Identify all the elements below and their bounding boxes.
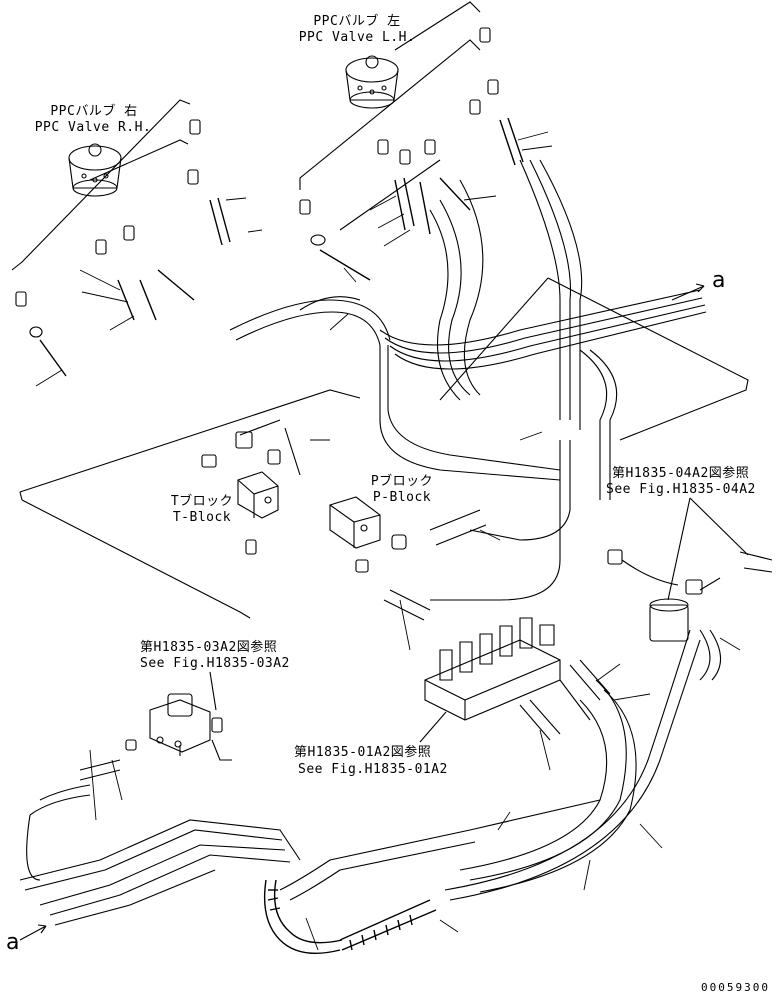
- ref-01-label-en: See Fig.H1835-01A2: [298, 762, 448, 777]
- spiral-protector-sleeves: [265, 880, 436, 953]
- control-valve-manifold: [425, 618, 610, 740]
- arrow-a-bottom: [20, 925, 46, 940]
- ref-01-label-jp: 第H1835-01A2図参照: [294, 745, 432, 760]
- lower-long-hoses: [20, 785, 600, 925]
- arrow-a-top-label: a: [712, 268, 726, 293]
- valve-hose-stubs: [40, 118, 523, 376]
- part-leader-lines: [36, 132, 740, 950]
- ppc-left-leaders: [300, 2, 480, 230]
- lower-right-hose-bundle: [445, 630, 700, 900]
- t-block: [202, 420, 300, 554]
- t-block-label-en: T-Block: [172, 510, 232, 525]
- upper-hose-bundle: [230, 290, 706, 369]
- ppc-valve-left-label-en: PPC Valve L.H.: [298, 30, 416, 45]
- ppc-valve-right: [69, 144, 121, 196]
- ppc-valve-left: [346, 56, 398, 108]
- ref-04-label-en: See Fig.H1835-04A2: [606, 482, 756, 497]
- p-block-label-jp: Pブロック: [370, 474, 434, 489]
- t-block-label-jp: Tブロック: [170, 494, 234, 509]
- arrow-a-top: [672, 284, 704, 300]
- reference-leaders: [210, 498, 748, 742]
- ref-03-label-en: See Fig.H1835-03A2: [140, 656, 290, 671]
- p-block: [330, 497, 486, 620]
- ppc-valve-left-label-jp: PPCバルブ 左: [313, 14, 401, 29]
- solenoid-valve-right: [608, 550, 772, 680]
- drawing-code: 00059300: [701, 981, 770, 994]
- ref-03-label-jp: 第H1835-03A2図参照: [140, 640, 278, 655]
- ppc-valve-right-label-jp: PPCバルブ 右: [50, 104, 138, 119]
- frame-plate-outline: [20, 278, 748, 618]
- ppc-fittings: [16, 28, 498, 337]
- p-block-label-en: P-Block: [372, 490, 432, 505]
- ref-04-label-jp: 第H1835-04A2図参照: [612, 466, 750, 481]
- ppc-valve-right-label-en: PPC Valve R.H.: [34, 120, 152, 135]
- central-hoses: [380, 160, 617, 600]
- solenoid-valve-left: [80, 694, 232, 780]
- arrow-a-bottom-label: a: [6, 930, 20, 955]
